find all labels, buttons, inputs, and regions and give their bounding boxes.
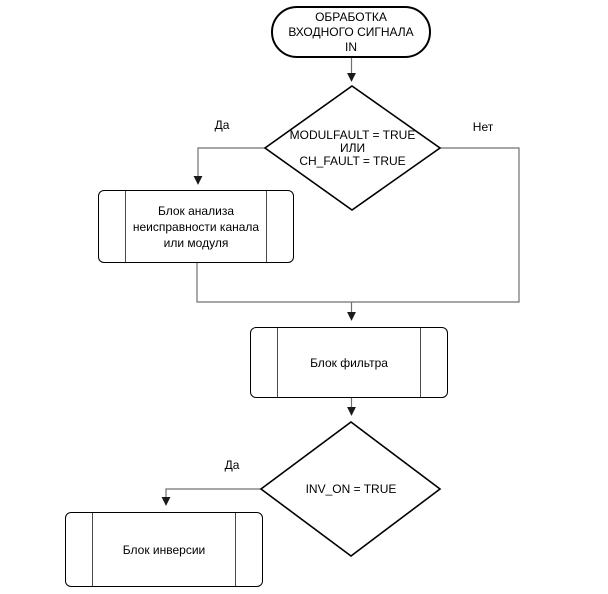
filter-block-left-bar	[277, 328, 278, 397]
inversion-block-left-bar	[92, 513, 93, 586]
decision-fault-diamond	[263, 85, 442, 211]
analysis-block: Блок анализа неисправности канала или мо…	[98, 190, 294, 263]
analysis-block-label: Блок анализа неисправности канала или мо…	[132, 203, 260, 250]
edge-label-fault-no: Нет	[472, 120, 494, 134]
start-terminator-label: ОБРАБОТКА ВХОДНОГО СИГНАЛА IN	[288, 9, 414, 54]
connector-decision-fault-yes-to-analysis	[193, 147, 265, 185]
decision-fault-label: MODULFAULT = TRUE ИЛИ CH_FAULT = TRUE	[289, 128, 416, 168]
analysis-block-left-bar	[125, 191, 126, 262]
decision-inv-diamond	[259, 421, 442, 557]
filter-block-right-bar	[420, 328, 421, 397]
edge-label-inv-yes: Да	[224, 458, 240, 472]
edge-label-fault-yes: Да	[214, 118, 230, 132]
filter-block-label: Блок фильтра	[310, 355, 388, 370]
inversion-block: Блок инверсии	[65, 512, 263, 587]
inversion-block-right-bar	[235, 513, 236, 586]
decision-inv-label: INV_ON = TRUE	[305, 482, 397, 496]
start-terminator: ОБРАБОТКА ВХОДНОГО СИГНАЛА IN	[271, 6, 431, 58]
analysis-block-right-bar	[266, 191, 267, 262]
inversion-block-label: Блок инверсии	[122, 542, 206, 557]
connector-merge-to-filter	[196, 263, 356, 321]
connector-decision-fault-no-merge	[352, 147, 520, 303]
filter-block: Блок фильтра	[250, 327, 448, 398]
connector-decision-inv-yes-to-inversion	[161, 488, 261, 506]
